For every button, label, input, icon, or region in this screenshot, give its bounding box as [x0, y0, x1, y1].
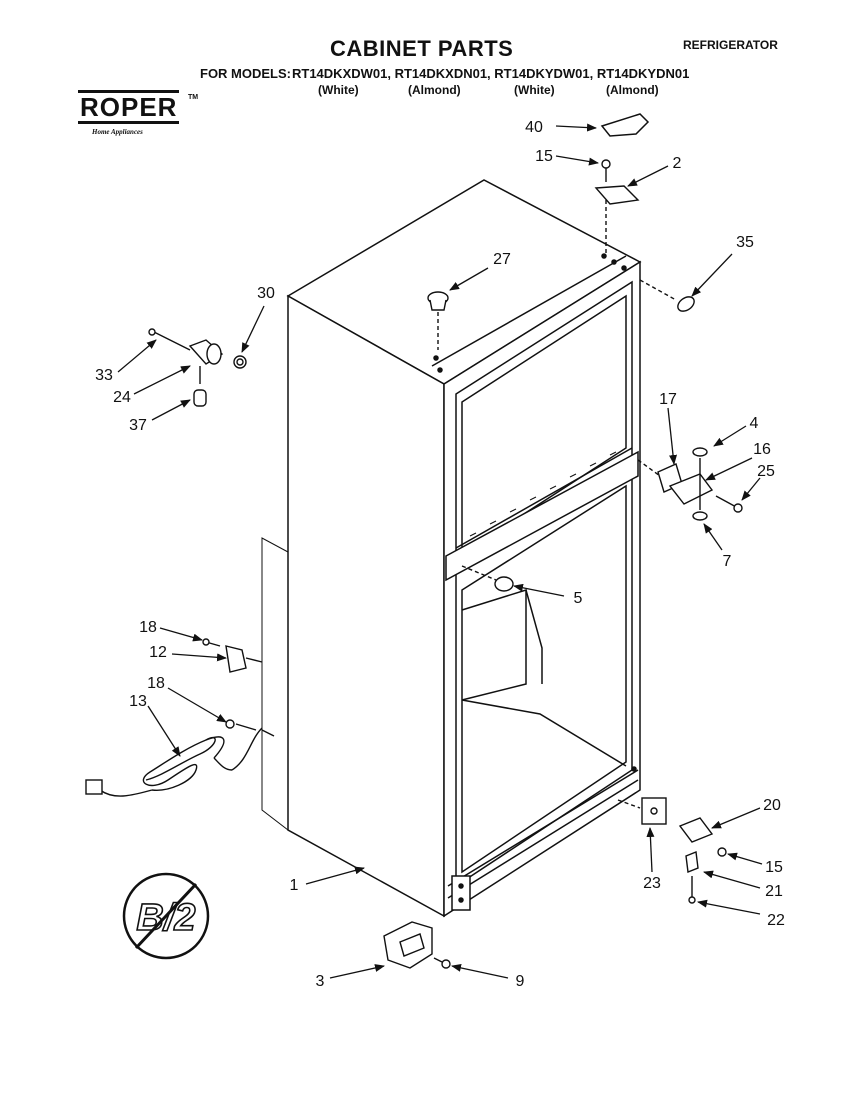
logo-subtitle: Home Appliances	[92, 128, 143, 136]
callout-number: 22	[767, 912, 785, 929]
power-cord	[85, 538, 275, 797]
callout-number: 21	[765, 883, 783, 900]
logo-trademark: TM	[188, 94, 199, 101]
callout-number: 18	[147, 675, 165, 692]
callout-number: 35	[736, 234, 754, 251]
upper-door-hinge-left	[148, 328, 247, 407]
leveling-leg	[383, 921, 451, 969]
models-prefix: FOR MODELS:	[200, 66, 291, 81]
model-color-label: (Almond)	[606, 83, 659, 97]
callout-number: 16	[753, 441, 771, 458]
roper-logo: ROPER TM Home Appliances	[78, 90, 199, 140]
logo-wordmark: ROPER	[78, 90, 180, 124]
top-plug	[427, 291, 449, 350]
b2-badge: B/2	[122, 872, 210, 960]
callout-number: 20	[763, 797, 781, 814]
callout-number: 37	[129, 417, 147, 434]
callout-number: 5	[574, 590, 583, 607]
callout-number: 2	[673, 155, 682, 172]
callout-number: 12	[149, 644, 167, 661]
callout-number: 15	[765, 859, 783, 876]
appliance-category: REFRIGERATOR	[683, 38, 778, 52]
hinge-cover	[600, 113, 650, 137]
callout-number: 15	[535, 148, 553, 165]
model-color-label: (Almond)	[408, 83, 461, 97]
callout-number: 25	[757, 463, 775, 480]
callout-number: 1	[290, 877, 299, 894]
model-numbers: RT14DKXDW01, RT14DKXDN01, RT14DKYDW01, R…	[292, 66, 690, 81]
callout-number: 27	[493, 251, 511, 268]
callout-number: 4	[750, 415, 759, 432]
bottom-hinge	[617, 797, 727, 904]
cabinet-body	[261, 179, 642, 918]
callout-number: 17	[659, 391, 677, 408]
door-stop-button	[461, 565, 514, 592]
callout-numbers: 40 15 2 35 27 30 33 24 37 17 4 16 25 7 5…	[95, 119, 785, 990]
callouts	[117, 123, 763, 979]
callout-number: 33	[95, 367, 113, 384]
callout-number: 9	[516, 973, 525, 990]
callout-number: 13	[129, 693, 147, 710]
top-hinge	[594, 159, 640, 256]
cord-clamp	[202, 638, 263, 673]
callout-number: 40	[525, 119, 543, 136]
callout-number: 18	[139, 619, 157, 636]
callout-number: 23	[643, 875, 661, 892]
center-hinge	[637, 447, 743, 521]
model-color-label: (White)	[514, 83, 555, 97]
door-stop-pin	[639, 279, 695, 312]
callout-number: 3	[316, 973, 325, 990]
callout-number: 24	[113, 389, 131, 406]
model-color-label: (White)	[318, 83, 359, 97]
callout-number: 7	[723, 553, 732, 570]
page-title: CABINET PARTS	[330, 36, 514, 61]
callout-number: 30	[257, 285, 275, 302]
